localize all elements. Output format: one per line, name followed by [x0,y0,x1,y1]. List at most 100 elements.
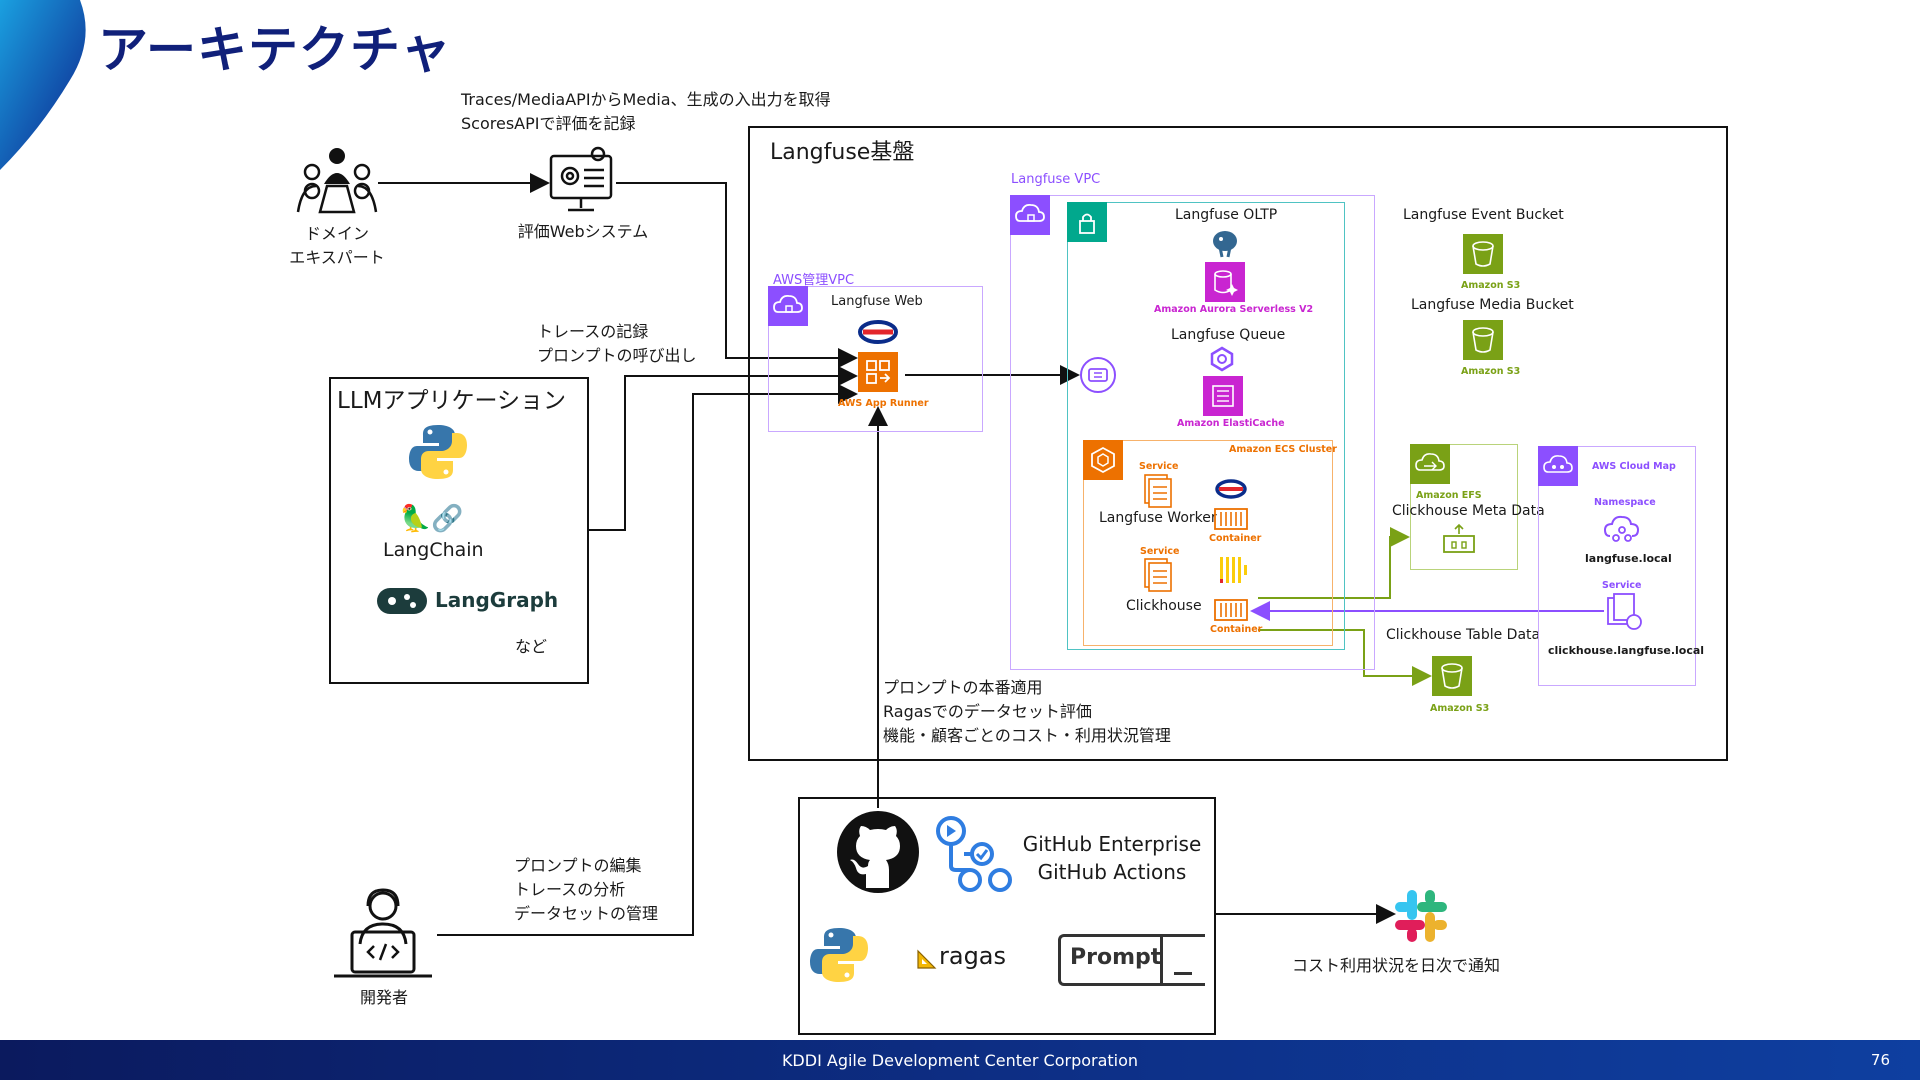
ci-box [798,797,1216,1035]
ecs-cluster-box [1083,440,1333,646]
aws-managed-vpc-box [768,286,983,432]
clickhouse-service-icon [1144,558,1172,592]
python-icon [409,425,467,479]
namespace-value: langfuse.local [1585,552,1672,565]
table-data-label: Clickhouse Table Data [1386,627,1541,643]
service-value: clickhouse.langfuse.local [1548,644,1705,657]
media-bucket-s3-label: Amazon S3 [1461,366,1521,377]
worker-container-label: Container [1209,533,1262,544]
worker-container-icon [1214,508,1248,530]
efs-label: Amazon EFS [1416,490,1482,501]
prompt-logo-frame [1058,934,1160,986]
worker-service-label: Service [1139,461,1179,472]
namespace-icon [1603,515,1640,542]
langgraph-icon [377,588,427,614]
langfuse-vpc-box [1010,195,1375,670]
footer-company: KDDI Agile Development Center Corporatio… [781,1051,1139,1070]
private-subnet-box [1067,202,1345,650]
trace-record-note: トレースの記録 プロンプトの呼び出し [537,322,697,365]
cost-notify-note: コスト利用状況を日次で通知 [1292,956,1501,975]
aurora-label: Amazon Aurora Serverless V2 [1154,304,1314,315]
github-actions-label: GitHub Actions [1037,860,1187,884]
developer-tasks-note: プロンプトの編集 トレースの分析 データセットの管理 [514,856,659,923]
postgres-icon [1213,231,1237,258]
private-subnet-lock-icon [1067,202,1107,242]
media-bucket-label: Langfuse Media Bucket [1411,297,1574,313]
ragas-triangle-icon [917,949,937,969]
table-data-s3-icon [1432,656,1472,696]
prompt-logo-bottom [1163,983,1205,986]
langgraph-label: LangGraph [435,588,559,612]
traces-note: Traces/MediaAPIからMedia、生成の入出力を取得 ScoresA… [461,90,831,133]
clickhouse-container-icon [1214,599,1248,621]
eval-web-system-label: 評価Webシステム [517,222,649,241]
efs-icon [1410,444,1450,484]
queue-label: Langfuse Queue [1171,327,1286,343]
domain-expert-label: ドメイン エキスパート [289,224,385,267]
app-runner-label: AWS App Runner [838,398,929,409]
langfuse-web-label: Langfuse Web [831,294,923,309]
langchain-emoji-icon: 🦜🔗 [399,504,464,534]
github-actions-icon[interactable] [934,814,1014,894]
cloud-map-box [1538,446,1696,686]
cloud-map-icon [1538,446,1578,486]
cloud-map-service-icon [1607,593,1642,630]
langchain-label: LangChain [383,539,484,561]
github-enterprise-label: GitHub Enterprise [1022,832,1202,856]
developer-label: 開発者 [359,988,408,1007]
clickhouse-container-label: Container [1210,624,1263,635]
ci-python-icon [810,928,868,982]
domain-expert-icon [296,148,378,214]
cloud-map-service-label: Service [1602,580,1642,591]
prompt-label: Prompt [1070,945,1162,970]
cloud-map-label: AWS Cloud Map [1592,461,1676,472]
prompt-logo-cursor [1174,972,1192,975]
footer-bar: KDDI Agile Development Center Corporatio… [0,1040,1920,1080]
event-bucket-label: Langfuse Event Bucket [1403,207,1564,223]
page-number: 76 [1870,1051,1890,1069]
langfuse-vpc-cloud-icon [1010,195,1050,235]
efs-filesystem-icon [1443,523,1475,553]
worker-service-icon [1144,474,1172,508]
vpc-cloud-icon [768,286,808,326]
eval-web-system-icon[interactable] [548,146,618,218]
vpc-endpoint-icon [1080,357,1116,393]
event-bucket-s3-icon [1463,234,1503,274]
table-data-s3-label: Amazon S3 [1430,703,1490,714]
langfuse-platform-box: Langfuse基盤 [748,126,1728,761]
app-runner-icon[interactable] [858,352,898,392]
prompt-deploy-note: プロンプトの本番適用 Ragasでのデータセット評価 機能・顧客ごとのコスト・利… [883,678,1171,745]
github-icon[interactable] [836,810,920,894]
page-title: アーキテクチャ [98,21,452,79]
prompt-logo-top [1163,934,1205,937]
media-bucket-s3-icon [1463,320,1503,360]
langfuse-logo-icon [858,320,898,344]
meta-data-label: Clickhouse Meta Data [1392,503,1545,519]
event-bucket-s3-label: Amazon S3 [1461,280,1521,291]
langfuse-vpc-label: Langfuse VPC [1011,172,1101,187]
elasticache-label: Amazon ElastiCache [1177,418,1285,429]
worker-label: Langfuse Worker [1099,510,1217,526]
langfuse-platform-title: Langfuse基盤 [770,140,915,165]
ragas-label: ragas [939,942,1007,970]
prompt-logo: Prompt [1058,934,1206,988]
ecs-cluster-label: Amazon ECS Cluster [1229,444,1337,455]
llm-app-title: LLMアプリケーション [337,388,567,414]
elasticache-icon [1203,376,1243,416]
developer-icon [334,888,432,978]
aws-managed-vpc-label: AWS管理VPC [773,273,855,288]
etc-label: など [515,637,548,656]
efs-box [1410,444,1518,570]
ecs-icon [1083,440,1123,480]
slack-icon[interactable] [1392,887,1450,945]
header-decoration [0,0,86,170]
oltp-label: Langfuse OLTP [1175,207,1278,223]
clickhouse-label: Clickhouse [1126,598,1202,614]
llm-app-box: LLMアプリケーション 🦜🔗 LangChain LangGraph など [329,377,589,684]
worker-langfuse-logo-icon [1215,479,1247,499]
clickhouse-logo-icon [1220,557,1247,583]
prompt-logo-divider [1160,934,1163,986]
aurora-icon [1205,262,1245,302]
clickhouse-service-label: Service [1140,546,1180,557]
